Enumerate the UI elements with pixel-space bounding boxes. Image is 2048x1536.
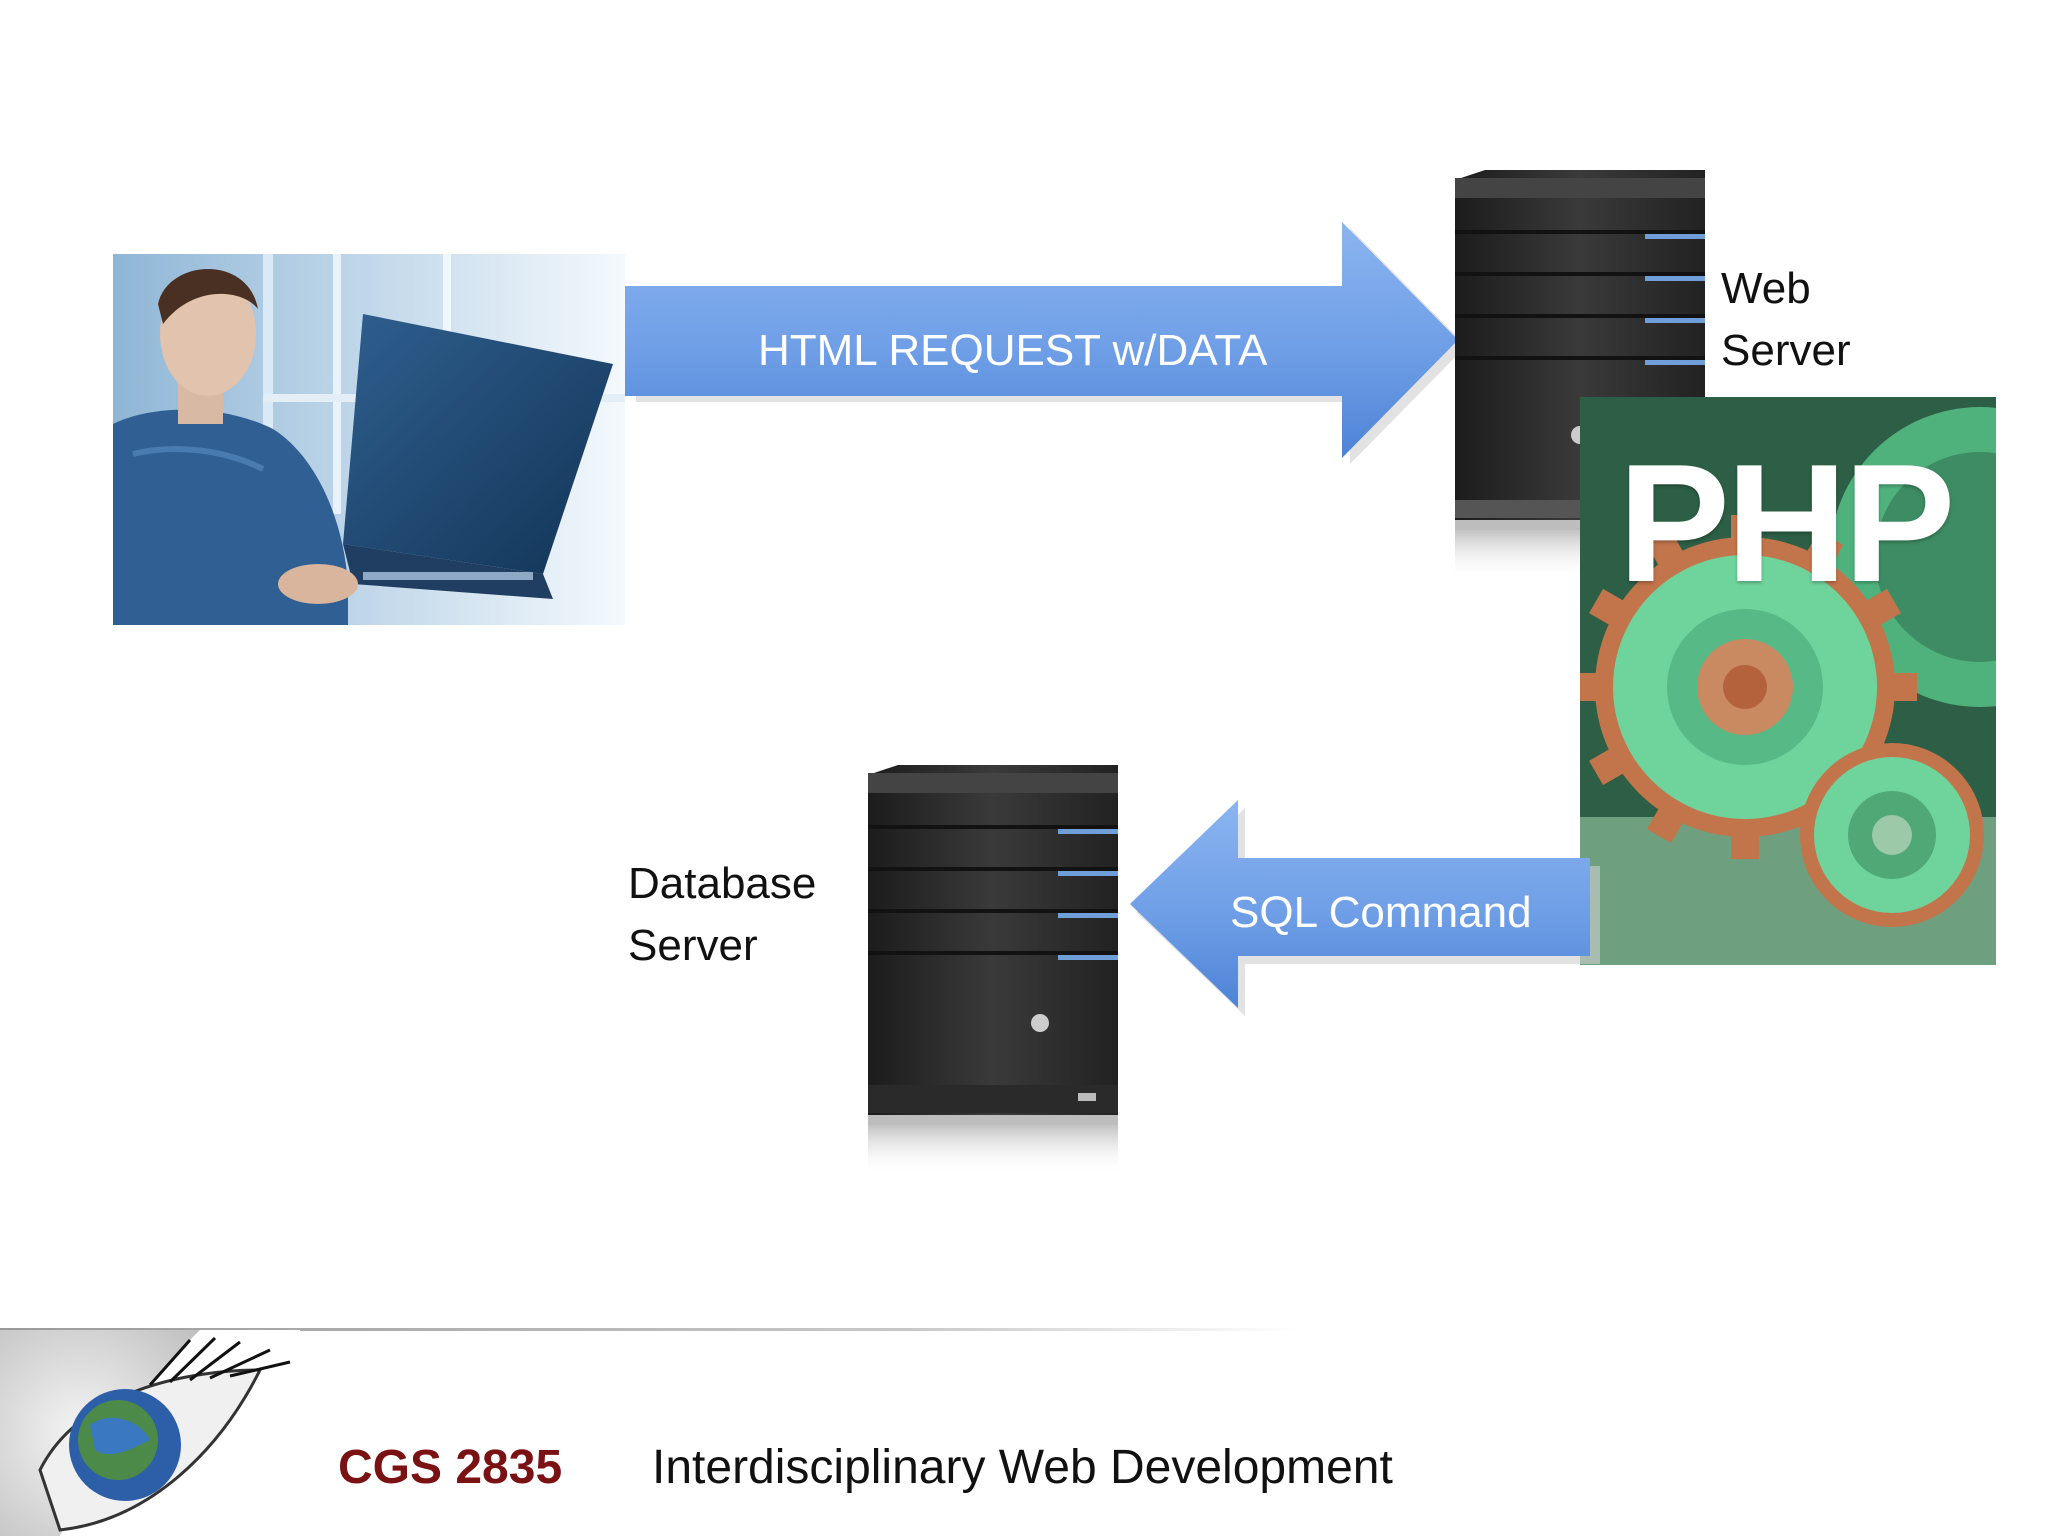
user-laptop-photo	[113, 254, 625, 625]
person-laptop-icon	[113, 254, 625, 625]
database-server-icon	[868, 765, 1118, 1175]
web-server-label-line2: Server	[1721, 326, 1851, 375]
footer-divider	[0, 1328, 1300, 1331]
database-server-label-line1: Database	[628, 859, 817, 908]
gears-icon	[1580, 397, 1996, 965]
course-title: Interdisciplinary Web Development	[652, 1441, 1393, 1494]
database-server-label: Database Server	[628, 853, 816, 977]
sql-arrow-label: SQL Command	[1230, 888, 1532, 937]
sql-arrow	[1130, 800, 1600, 1016]
database-server-label-line2: Server	[628, 921, 758, 970]
earth-eye-image	[0, 1330, 300, 1536]
web-server-label-line1: Web	[1721, 264, 1811, 313]
request-arrow	[625, 222, 1466, 464]
php-gears-image: PHP	[1580, 397, 1996, 965]
request-arrow-label: HTML REQUEST w/DATA	[758, 326, 1268, 375]
eye-icon	[0, 1330, 300, 1536]
php-logo-text: PHP	[1618, 429, 1955, 617]
course-code: CGS 2835	[338, 1441, 563, 1494]
web-server-label: Web Server	[1721, 258, 1851, 382]
